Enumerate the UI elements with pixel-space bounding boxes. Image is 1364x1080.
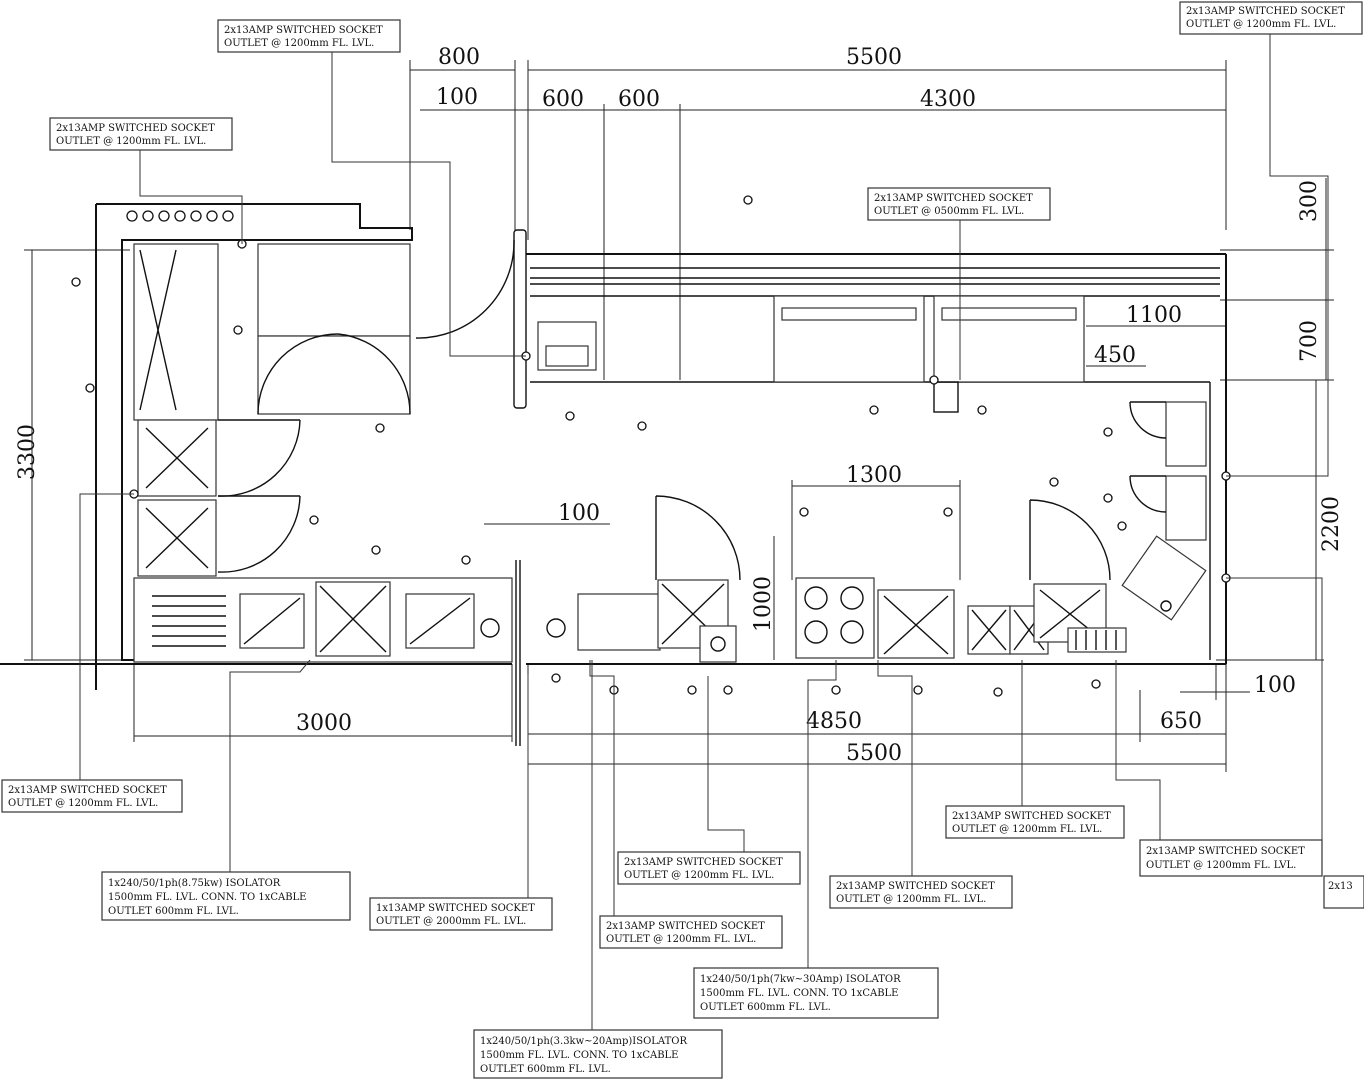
svg-text:OUTLET 600mm FL. LVL.: OUTLET 600mm FL. LVL. <box>108 906 239 917</box>
dim-3300: 3300 <box>15 424 40 480</box>
svg-text:OUTLET @ 0500mm FL. LVL.: OUTLET @ 0500mm FL. LVL. <box>874 206 1024 217</box>
dim-1000: 1000 <box>751 576 776 632</box>
note-isolator-7kw: 1x240/50/1ph(7kw~30Amp) ISOLATOR 1500mm … <box>693 967 939 1019</box>
svg-text:1500mm FL. LVL. CONN. TO 1xCAB: 1500mm FL. LVL. CONN. TO 1xCABLE <box>480 1050 678 1061</box>
dim-600-b: 600 <box>618 87 660 112</box>
dim-3000: 3000 <box>296 711 352 736</box>
svg-text:OUTLET 600mm FL. LVL.: OUTLET 600mm FL. LVL. <box>480 1064 611 1075</box>
dim-4850: 4850 <box>806 709 862 734</box>
svg-text:1500mm FL. LVL. CONN. TO 1xCAB: 1500mm FL. LVL. CONN. TO 1xCABLE <box>108 892 306 903</box>
note-socket-mid-b: 2x13AMP SWITCHED SOCKET OUTLET @ 1200mm … <box>599 915 783 949</box>
dim-5500-top: 5500 <box>846 45 902 70</box>
svg-text:2x13AMP SWITCHED SOCKET: 2x13AMP SWITCHED SOCKET <box>56 123 215 134</box>
leader-lines <box>79 34 1329 1030</box>
svg-text:2x13AMP SWITCHED SOCKET: 2x13AMP SWITCHED SOCKET <box>606 921 765 932</box>
note-socket-2000: 1x13AMP SWITCHED SOCKET OUTLET @ 2000mm … <box>369 897 553 931</box>
bottom-dimensions: 3000 4850 650 100 5500 <box>133 664 1296 772</box>
dim-800: 800 <box>438 45 480 70</box>
note-isolator-3kw: 1x240/50/1ph(3.3kw~20Amp)ISOLATOR 1500mm… <box>473 1029 723 1079</box>
svg-text:OUTLET @ 1200mm FL. LVL.: OUTLET @ 1200mm FL. LVL. <box>836 894 986 905</box>
walls <box>0 203 1227 746</box>
dim-100-mid: 100 <box>558 501 600 526</box>
svg-text:1x240/50/1ph(3.3kw~20Amp)ISOLA: 1x240/50/1ph(3.3kw~20Amp)ISOLATOR <box>480 1036 687 1047</box>
svg-text:OUTLET @ 1200mm FL. LVL.: OUTLET @ 1200mm FL. LVL. <box>624 870 774 881</box>
svg-text:2x13: 2x13 <box>1328 881 1353 892</box>
note-socket-right-b: 2x13AMP SWITCHED SOCKET OUTLET @ 1200mm … <box>1139 839 1323 877</box>
svg-text:2x13AMP SWITCHED SOCKET: 2x13AMP SWITCHED SOCKET <box>874 193 1033 204</box>
svg-text:OUTLET @ 1200mm FL. LVL.: OUTLET @ 1200mm FL. LVL. <box>952 824 1102 835</box>
dim-100-bottom: 100 <box>1254 673 1296 698</box>
svg-text:2x13AMP SWITCHED SOCKET: 2x13AMP SWITCHED SOCKET <box>624 857 783 868</box>
svg-text:1x13AMP SWITCHED SOCKET: 1x13AMP SWITCHED SOCKET <box>376 903 535 914</box>
note-socket-mid-a: 2x13AMP SWITCHED SOCKET OUTLET @ 1200mm … <box>617 851 801 885</box>
svg-text:1x240/50/1ph(7kw~30Amp) ISOLAT: 1x240/50/1ph(7kw~30Amp) ISOLATOR <box>700 974 901 985</box>
note-socket-topright: 2x13AMP SWITCHED SOCKET OUTLET @ 1200mm … <box>1179 1 1363 35</box>
dim-650: 650 <box>1160 709 1202 734</box>
dim-600-a: 600 <box>542 87 584 112</box>
svg-text:2x13AMP SWITCHED SOCKET: 2x13AMP SWITCHED SOCKET <box>836 881 995 892</box>
dim-2200: 2200 <box>1319 496 1344 552</box>
top-counter <box>530 267 1220 660</box>
dim-450: 450 <box>1094 343 1136 368</box>
svg-text:2x13AMP SWITCHED SOCKET: 2x13AMP SWITCHED SOCKET <box>1186 6 1345 17</box>
svg-text:OUTLET @ 1200mm FL. LVL.: OUTLET @ 1200mm FL. LVL. <box>1186 19 1336 30</box>
left-dimensions: 3300 <box>15 249 130 661</box>
svg-text:2x13AMP SWITCHED SOCKET: 2x13AMP SWITCHED SOCKET <box>1146 846 1305 857</box>
note-socket-left: 2x13AMP SWITCHED SOCKET OUTLET @ 1200mm … <box>1 779 183 813</box>
top-dimensions: 800 5500 100 600 600 4300 <box>409 45 1227 380</box>
dim-700-right: 700 <box>1297 320 1322 362</box>
svg-text:OUTLET @ 1200mm FL. LVL.: OUTLET @ 1200mm FL. LVL. <box>8 798 158 809</box>
note-socket-topleft: 2x13AMP SWITCHED SOCKET OUTLET @ 1200mm … <box>49 117 233 151</box>
svg-text:1x240/50/1ph(8.75kw) ISOLATOR: 1x240/50/1ph(8.75kw) ISOLATOR <box>108 878 281 889</box>
dim-4300: 4300 <box>920 87 976 112</box>
right-dimensions: 300 700 1100 450 2200 <box>1086 178 1344 661</box>
note-socket-right-a: 2x13AMP SWITCHED SOCKET OUTLET @ 1200mm … <box>945 805 1125 839</box>
socket-markers <box>71 195 1231 697</box>
left-storage <box>126 210 515 577</box>
note-cutoff-right: 2x13 <box>1323 875 1364 909</box>
middle-dimensions: 1300 100 1000 <box>484 463 961 660</box>
dim-300-right: 300 <box>1297 180 1322 222</box>
svg-text:OUTLET @ 2000mm FL. LVL.: OUTLET @ 2000mm FL. LVL. <box>376 916 526 927</box>
dim-5500-bottom: 5500 <box>846 741 902 766</box>
svg-text:2x13AMP SWITCHED SOCKET: 2x13AMP SWITCHED SOCKET <box>952 811 1111 822</box>
svg-text:OUTLET 600mm FL. LVL.: OUTLET 600mm FL. LVL. <box>700 1002 831 1013</box>
svg-text:2x13AMP SWITCHED SOCKET: 2x13AMP SWITCHED SOCKET <box>8 785 167 796</box>
svg-text:1500mm FL. LVL. CONN. TO 1xCAB: 1500mm FL. LVL. CONN. TO 1xCABLE <box>700 988 898 999</box>
note-socket-mid-c: 2x13AMP SWITCHED SOCKET OUTLET @ 1200mm … <box>829 875 1013 909</box>
svg-text:OUTLET @ 1200mm FL. LVL.: OUTLET @ 1200mm FL. LVL. <box>224 38 374 49</box>
note-socket-top: 2x13AMP SWITCHED SOCKET OUTLET @ 1200mm … <box>217 19 401 53</box>
svg-text:OUTLET @ 1200mm FL. LVL.: OUTLET @ 1200mm FL. LVL. <box>56 136 206 147</box>
bottom-right-appliances <box>577 401 1207 663</box>
svg-text:OUTLET @ 1200mm FL. LVL.: OUTLET @ 1200mm FL. LVL. <box>606 934 756 945</box>
svg-text:2x13AMP SWITCHED SOCKET: 2x13AMP SWITCHED SOCKET <box>224 25 383 36</box>
dim-1300: 1300 <box>846 463 902 488</box>
dim-1100: 1100 <box>1126 303 1182 328</box>
stove-knobs <box>126 210 234 222</box>
bottom-left-counter <box>133 577 566 663</box>
dim-100-top: 100 <box>436 85 478 110</box>
note-socket-counter: 2x13AMP SWITCHED SOCKET OUTLET @ 0500mm … <box>867 187 1051 221</box>
svg-text:OUTLET @ 1200mm FL. LVL.: OUTLET @ 1200mm FL. LVL. <box>1146 860 1296 871</box>
note-isolator-8kw: 1x240/50/1ph(8.75kw) ISOLATOR 1500mm FL.… <box>101 871 351 921</box>
